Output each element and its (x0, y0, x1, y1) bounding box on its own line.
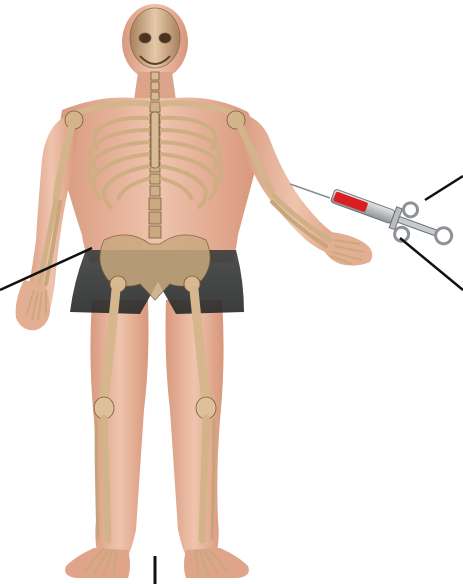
eye-socket-left (139, 33, 151, 43)
left-foot (65, 548, 130, 578)
left-hand (16, 280, 50, 330)
syringe-thumb-ring (433, 225, 454, 246)
sternum (151, 112, 159, 168)
pointer-line-upper-right (425, 176, 463, 200)
tibia-right (202, 418, 206, 540)
pointer-line-lower-right (400, 238, 463, 290)
eye-socket-right (159, 33, 171, 43)
left-leg (90, 300, 148, 556)
skull (130, 8, 180, 68)
tibia-left (104, 418, 108, 540)
syringe-ring-top (402, 201, 420, 219)
